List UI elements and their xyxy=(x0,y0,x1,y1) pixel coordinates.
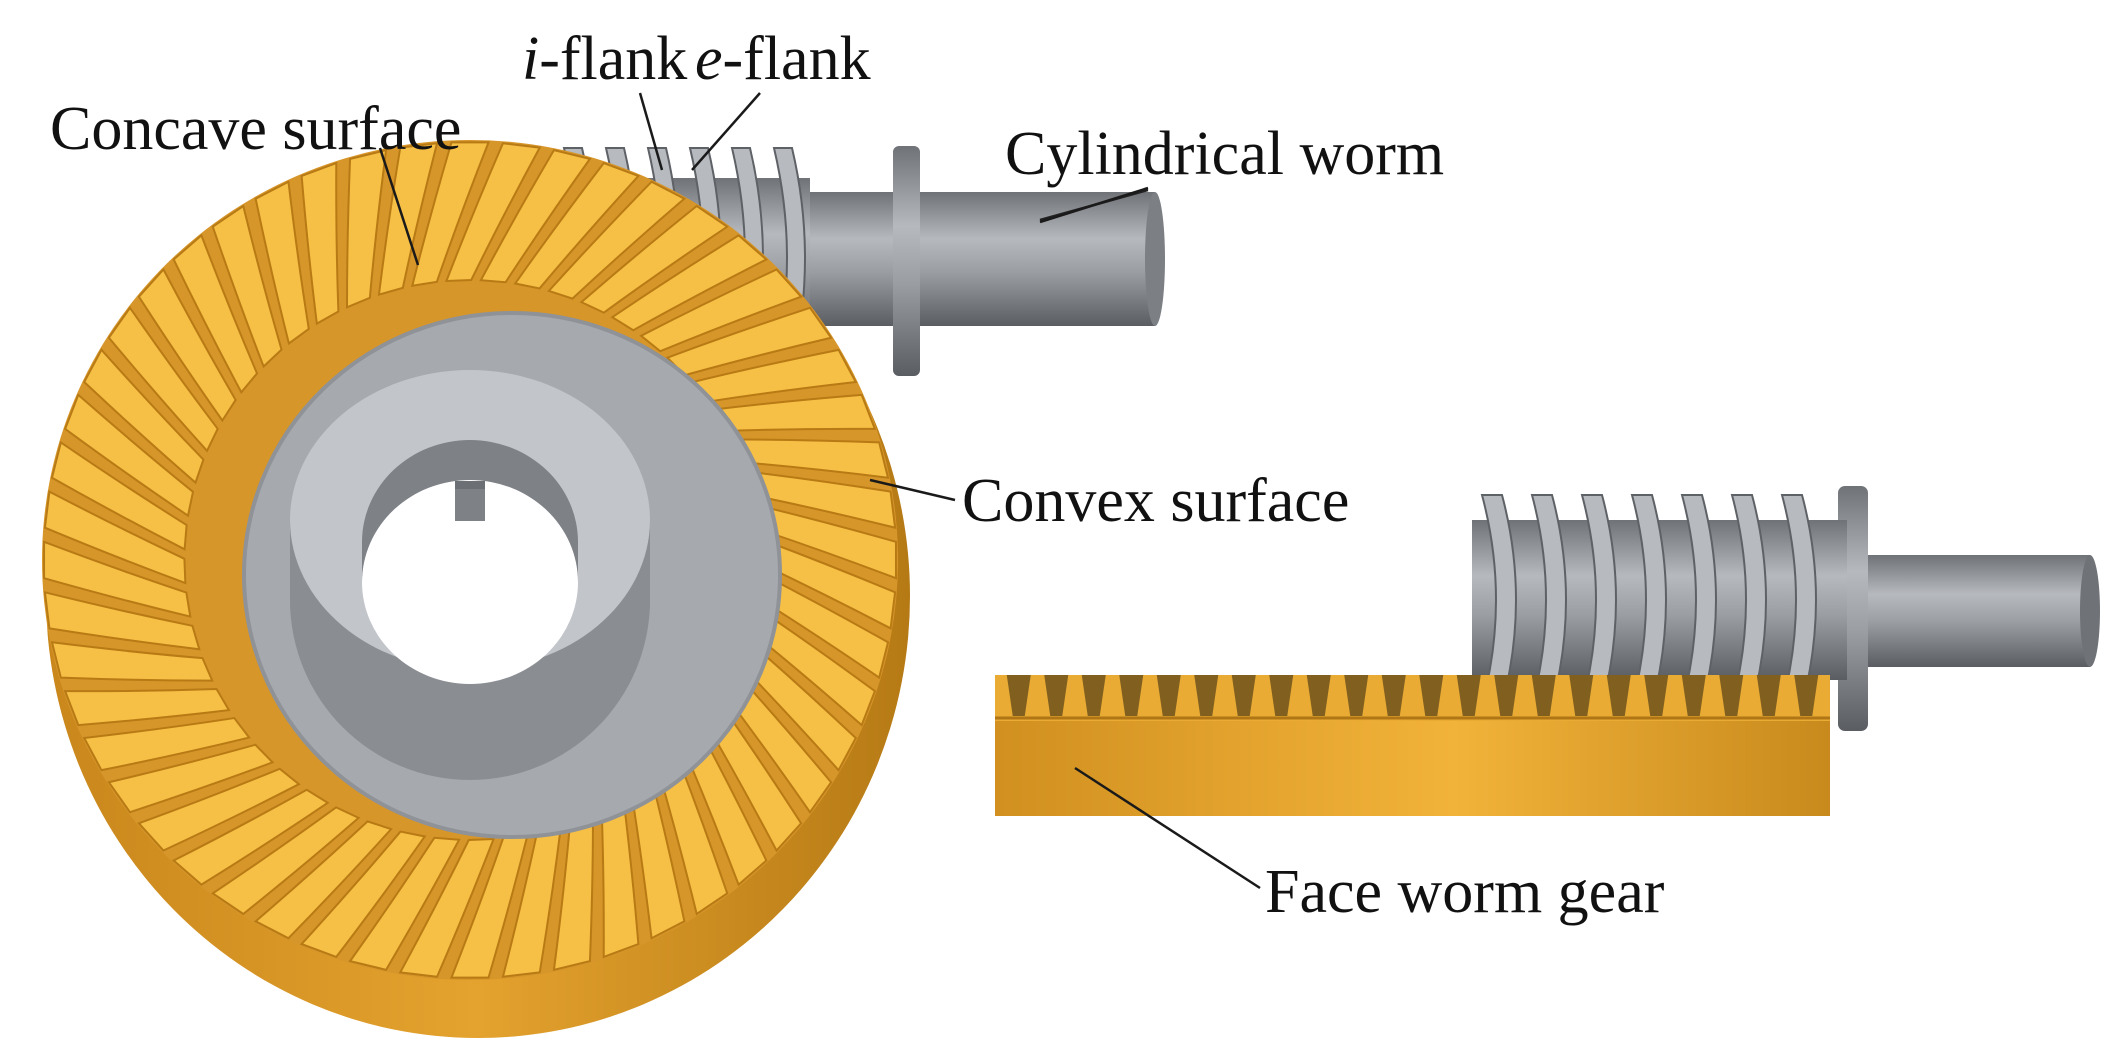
gear-tooth xyxy=(579,204,730,314)
gear-tooth xyxy=(43,490,187,585)
label-i-flank-letter: i xyxy=(522,25,540,93)
worm-shaft-end xyxy=(1145,192,1165,326)
gear-tooth xyxy=(299,830,427,959)
gear-tooth xyxy=(346,148,388,309)
gear-tooth xyxy=(444,142,542,283)
gear-tooth xyxy=(172,233,259,395)
leader-convex xyxy=(869,478,956,502)
face-gear-top-strip xyxy=(995,675,1830,721)
gear-tooth xyxy=(610,234,769,332)
leader-worm xyxy=(1039,186,1149,224)
side-worm-shaft xyxy=(1850,555,2090,667)
face-gear-tooth-gap xyxy=(1269,675,1294,716)
gear-tooth xyxy=(210,806,361,916)
face-gear-tooth-gap xyxy=(1531,675,1556,716)
face-gear-tooth-gap xyxy=(1681,675,1706,716)
face-gear-tooth-gap xyxy=(1044,675,1069,716)
leader-lines xyxy=(378,92,1261,890)
label-e-flank: e-flank xyxy=(695,28,871,90)
label-concave-surface: Concave surface xyxy=(50,95,462,163)
gear-tooth xyxy=(398,837,496,978)
face-gear-tooth-gap xyxy=(1569,675,1594,716)
gear-tooth xyxy=(410,141,491,288)
face-gear-band xyxy=(995,718,1830,816)
gear-tooth xyxy=(547,180,687,300)
cylindrical-worm-side-view xyxy=(1472,486,2100,731)
face-gear-tooth-gap xyxy=(1119,675,1144,716)
label-e-flank-letter: e xyxy=(695,25,723,93)
face-worm-gear-side-view xyxy=(995,675,1830,816)
face-worm-gear-top-view xyxy=(42,140,910,1038)
gear-tooth xyxy=(137,767,301,852)
label-convex-surface: Convex surface xyxy=(962,467,1350,535)
gear-tooth xyxy=(479,149,592,284)
face-gear-tooth-gap xyxy=(1081,675,1106,716)
gear-tooth xyxy=(513,161,641,290)
leader-iflank xyxy=(638,92,664,171)
gear-tooth xyxy=(107,306,219,453)
side-worm-shaft-end xyxy=(2080,555,2100,667)
gear-tooth xyxy=(43,590,201,651)
face-gear-tooth-gap xyxy=(1719,675,1744,716)
face-gear-tooth-gap xyxy=(1644,675,1669,716)
face-gear-tooth-gap xyxy=(1419,675,1444,716)
gear-tooth xyxy=(300,161,340,326)
gear-tooth xyxy=(82,348,205,485)
gear-tooth xyxy=(50,440,188,551)
leader-concave xyxy=(378,147,420,266)
face-gear-tooth-gap xyxy=(1156,675,1181,716)
face-gear-teeth xyxy=(1006,675,1819,716)
label-i-flank-suffix: -flank xyxy=(539,25,688,93)
face-gear-tooth-gap xyxy=(1756,675,1781,716)
gear-teeth xyxy=(43,141,897,979)
gear-tooth xyxy=(348,836,461,971)
gear-tooth xyxy=(50,641,214,682)
label-face-worm-gear: Face worm gear xyxy=(1265,858,1665,926)
gear-tooth xyxy=(43,540,192,618)
face-gear-tooth-gap xyxy=(1194,675,1219,716)
face-gear-tooth-gap xyxy=(1231,675,1256,716)
gear-tooth xyxy=(137,267,237,423)
gear-tooth xyxy=(63,688,231,727)
gear-tooth xyxy=(211,204,283,369)
worm-flange xyxy=(893,146,920,376)
gear-tooth xyxy=(639,268,803,353)
hub-bore xyxy=(362,480,578,684)
face-gear-tooth-gap xyxy=(1606,675,1631,716)
keyway-slot-top xyxy=(455,481,485,489)
face-gear-tooth-gap xyxy=(1794,675,1819,716)
worm-shaft xyxy=(800,192,1155,326)
gear-tooth xyxy=(254,180,310,346)
label-cylindrical-worm: Cylindrical worm xyxy=(1005,120,1445,188)
face-gear-tooth-gap xyxy=(1494,675,1519,716)
gear-tooth xyxy=(82,716,251,772)
leader-face xyxy=(1074,766,1261,890)
gear-tooth xyxy=(107,743,275,814)
face-gear-tooth-gap xyxy=(1456,675,1481,716)
hub-bore-wall xyxy=(362,440,578,582)
face-gear-tooth-gap xyxy=(1344,675,1369,716)
gear-tooth xyxy=(63,393,195,518)
label-i-flank: i-flank xyxy=(522,28,687,90)
gear-tooth xyxy=(253,820,393,940)
gear-tooth xyxy=(171,788,330,886)
face-gear-tooth-gap xyxy=(1006,675,1031,716)
gear-tooth xyxy=(377,142,439,296)
face-gear-tooth-gap xyxy=(1306,675,1331,716)
face-gear-tooth-gap xyxy=(1381,675,1406,716)
gear-inner-annulus-shade xyxy=(242,311,782,839)
label-e-flank-suffix: -flank xyxy=(722,25,871,93)
leader-eflank xyxy=(691,92,761,171)
